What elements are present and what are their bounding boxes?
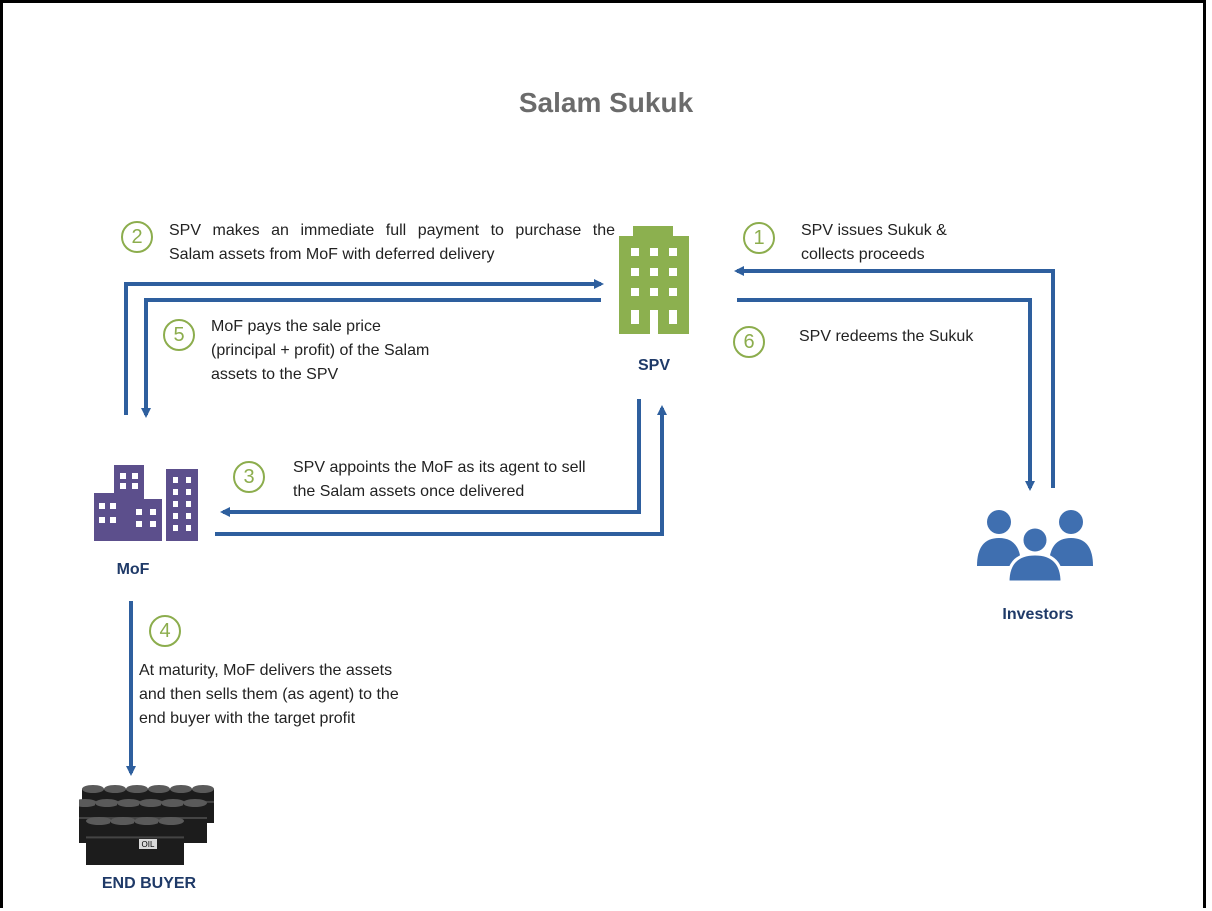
arrow-step2 xyxy=(124,279,604,415)
step-2-number: 2 xyxy=(121,221,153,253)
step-6-text: SPV redeems the Sukuk xyxy=(799,328,974,345)
people-group-icon xyxy=(977,510,1093,582)
step-1-text: SPV issues Sukuk & collects proceeds xyxy=(801,222,947,263)
end-buyer-label: END BUYER xyxy=(101,875,197,892)
flow-arrows xyxy=(124,266,1055,776)
diagram-title: Salam Sukuk xyxy=(518,87,694,118)
investors-label: Investors xyxy=(1002,606,1074,623)
arrow-step5 xyxy=(141,298,601,418)
oil-label: OIL xyxy=(142,840,155,849)
arrow-mof-to-spv xyxy=(215,405,667,536)
city-buildings-icon xyxy=(94,465,198,541)
office-building-icon xyxy=(619,226,689,334)
step-2-text: SPV makes an immediate full payment to p… xyxy=(169,222,615,263)
step-5-text: MoF pays the sale price (principal + pro… xyxy=(211,318,430,383)
step-4-text: At maturity, MoF delivers the assets and… xyxy=(139,662,399,727)
mof-label: MoF xyxy=(116,561,150,578)
arrow-step3 xyxy=(220,399,641,517)
step-1-number: 1 xyxy=(743,222,775,254)
step-5-number: 5 xyxy=(163,319,195,351)
step-4-number: 4 xyxy=(149,615,181,647)
step-3-text: SPV appoints the MoF as its agent to sel… xyxy=(293,459,586,500)
spv-label: SPV xyxy=(637,357,670,374)
oil-barrels-icon: OIL xyxy=(79,785,214,865)
step-3-number: 3 xyxy=(233,461,265,493)
arrow-step6 xyxy=(737,298,1035,491)
arrow-step1 xyxy=(734,266,1055,488)
step-6-number: 6 xyxy=(733,326,765,358)
